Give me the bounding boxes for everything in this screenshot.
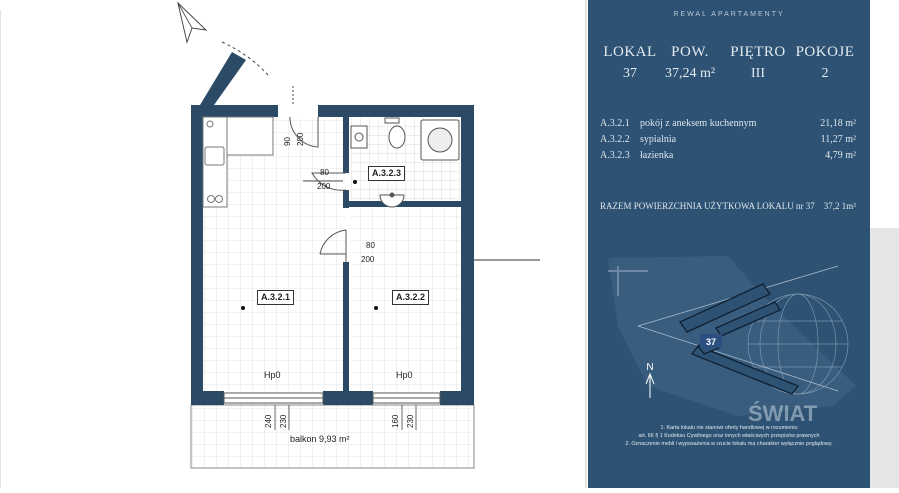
window-dim-living-height: 230 (279, 414, 288, 428)
unit-number: 37 (706, 337, 716, 347)
north-arrow-icon (645, 372, 655, 398)
north-arrow-icon (177, 1, 208, 44)
footnote-line: 2. Oznaczenie mebli i wyposażenia w rzuc… (625, 441, 833, 447)
room-label-living: A.3.2.1 (257, 290, 295, 305)
bath-door-height: 200 (317, 182, 331, 191)
right-margin (870, 0, 899, 488)
brand-title: REWAL APARTAMENTY (673, 11, 785, 18)
value-pietro: III (751, 66, 765, 81)
value-pow: 37,24 m² (664, 66, 716, 81)
value-pokoje: 2 (821, 66, 829, 81)
room-area: 4,79 m² (825, 150, 856, 161)
total-label: RAZEM POWIERZCHNIA UŻYTKOWA LOKALU nr 37 (600, 201, 815, 211)
room-area: 21,18 m² (820, 118, 856, 129)
unit-badge (700, 334, 722, 348)
footnote-line: art. 66 § 1 Kodeksu Cywilnego oraz innyc… (638, 433, 820, 439)
bath-door-width: 80 (320, 168, 329, 177)
room-name: łazienka (640, 150, 674, 161)
room-label-bedroom: A.3.2.2 (392, 290, 430, 305)
balcony-label: balkon 9,93 m² (290, 434, 350, 444)
room-code: A.3.2.2 (600, 134, 630, 145)
floor-plan: A.3.2.1 A.3.2.2 A.3.2.3 90 200 80 200 80… (0, 0, 587, 488)
room-code: A.3.2.3 (600, 150, 630, 161)
bed-door-width: 80 (366, 241, 375, 250)
header-lokal: LOKAL (603, 44, 657, 60)
footnote-line: 1. Karta lokalu nie stanowi oferty handl… (660, 425, 798, 431)
globe-watermark-icon (747, 293, 849, 395)
room-label-bathroom: A.3.2.3 (368, 166, 406, 181)
entry-door-width: 90 (283, 137, 292, 146)
header-pow: POW. (671, 44, 709, 60)
room-area: 11,27 m² (820, 134, 856, 145)
total-area-row: RAZEM POWIERZCHNIA UŻYTKOWA LOKALU nr 37… (600, 201, 856, 211)
bed-door-height: 200 (361, 255, 375, 264)
room-name: sypialnia (640, 134, 677, 145)
entry-door-height: 200 (296, 132, 305, 146)
site-map: 37 N ŚWIAT (608, 256, 856, 426)
window-mark-living: Hp0 (264, 370, 281, 380)
total-area: 37,2 1m² (823, 201, 856, 211)
window-mark-bedroom: Hp0 (396, 370, 413, 380)
floor-plan-drawing (0, 0, 587, 488)
value-lokal: 37 (623, 66, 637, 81)
watermark-text: ŚWIAT (748, 401, 818, 426)
room-name: pokój z aneksem kuchennym (640, 118, 757, 129)
window-dim-bedroom-height: 230 (406, 414, 415, 428)
window-dim-living-width: 240 (264, 414, 273, 428)
info-panel: REWAL APARTAMENTY LOKAL POW. PIĘTRO POKO… (588, 0, 870, 488)
room-code: A.3.2.1 (600, 118, 630, 129)
header-pietro: PIĘTRO (730, 44, 786, 60)
north-label: N (646, 362, 653, 373)
window-dim-bedroom-width: 160 (391, 414, 400, 428)
header-pokoje: POKOJE (795, 44, 855, 60)
footnotes: 1. Karta lokalu nie stanowi oferty handl… (588, 424, 870, 448)
